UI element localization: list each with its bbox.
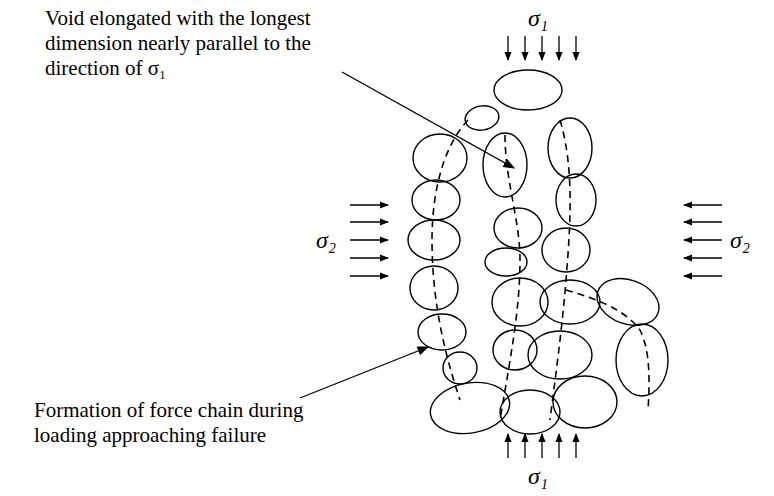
grain [485,248,527,276]
force-chain [566,290,649,410]
force-chain-lines [432,120,649,420]
load-arrow [684,257,722,258]
load-arrow [541,434,542,458]
load-arrow [684,204,722,205]
load-arrow [524,434,525,458]
load-arrows [350,36,722,458]
grain [483,133,527,197]
stress-label: σ₁ [528,462,548,490]
grain [494,70,562,110]
load-arrow [350,257,388,258]
stress-label: σ₁ [528,4,548,32]
load-arrow [684,275,722,276]
grain [408,220,460,260]
load-arrow [507,434,508,458]
load-arrow [558,434,559,458]
load-arrow [507,36,508,60]
callout-text: Formation of force chain during loading … [34,398,334,448]
load-arrow [350,204,388,205]
load-arrow [575,434,576,458]
grain [542,228,590,272]
callout-text: Void elongated with the longest dimensio… [45,6,357,81]
leader-line [300,347,428,398]
leader-lines [300,72,514,398]
grain [553,376,617,428]
load-arrow [684,221,722,222]
grain [410,266,458,310]
force-chain [432,120,468,400]
grain [548,118,592,178]
stress-label: σ₂ [730,226,750,254]
grain [463,103,501,133]
leader-line [342,72,514,168]
load-arrow [350,275,388,276]
grain [556,174,596,226]
load-arrow [575,36,576,60]
grain [443,352,477,384]
load-arrow [350,239,388,240]
load-arrow [558,36,559,60]
grain [540,280,600,324]
stress-label: σ₂ [316,226,336,254]
load-arrow [541,36,542,60]
grain [412,180,460,220]
force-chain [500,135,520,420]
load-arrow [524,36,525,60]
grain [494,208,542,248]
load-arrow [350,221,388,222]
load-arrow [684,239,722,240]
force-chain [550,120,570,420]
grain-ellipses [408,70,668,440]
